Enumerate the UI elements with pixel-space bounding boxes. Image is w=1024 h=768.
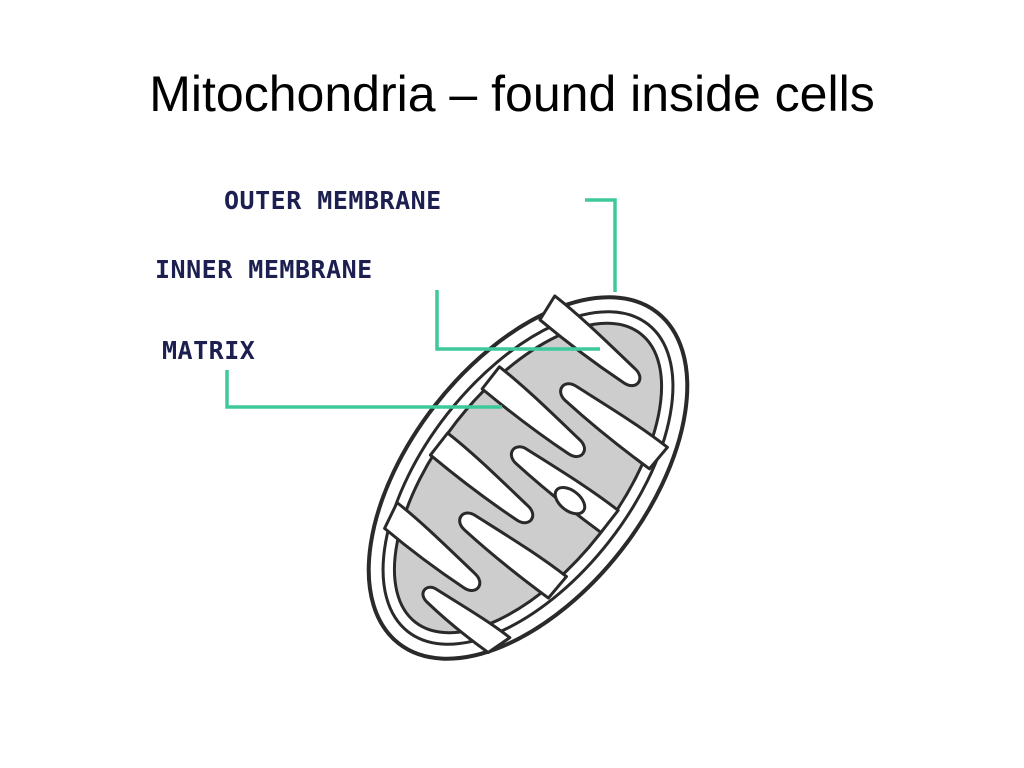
inner-membrane-label: INNER MEMBRANE: [155, 255, 373, 284]
outer-membrane-leader: [585, 198, 617, 292]
crista-fold: [559, 382, 669, 471]
crista-vesicle: [553, 486, 587, 516]
crista-fold: [421, 585, 512, 654]
matrix-label: MATRIX: [162, 336, 255, 365]
slide-title: Mitochondria – found inside cells: [149, 66, 875, 122]
crista-fold: [538, 294, 642, 388]
inner-membrane-leader: [435, 290, 600, 351]
crista-fold: [458, 511, 568, 600]
outer-membrane-label: OUTER MEMBRANE: [224, 186, 442, 215]
crista-fold: [383, 501, 482, 592]
crista-fold: [480, 365, 586, 459]
crista-fold: [428, 431, 535, 525]
mitochondrion: [366, 294, 690, 661]
matrix-leader: [225, 370, 502, 409]
